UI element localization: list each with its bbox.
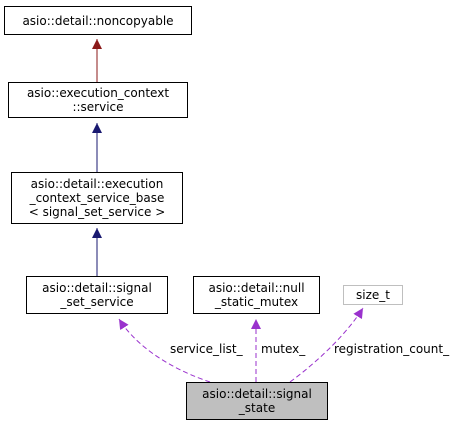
edge-service-list	[118, 318, 211, 383]
edge-registration-count	[289, 307, 364, 383]
node-null-static-mutex[interactable]: asio::detail::null _static_mutex	[193, 276, 320, 314]
node-execution-context-service[interactable]: asio::execution_context ::service	[8, 82, 188, 118]
node-execution-context-service-line-1: asio::execution_context	[26, 86, 170, 100]
node-noncopyable-line-1: asio::detail::noncopyable	[22, 13, 174, 28]
edge-label-registration-count: registration_count_	[334, 342, 450, 356]
node-signal-set-service-line-2: _set_service	[60, 295, 134, 309]
node-signal-set-service-line-1: asio::detail::signal	[42, 281, 152, 295]
node-execution-context-service-line-2: ::service	[72, 100, 124, 114]
node-size-t-line-1: size_t	[356, 288, 390, 302]
node-execution-context-service-base-line-1: asio::detail::execution	[30, 177, 164, 191]
node-size-t[interactable]: size_t	[343, 285, 403, 305]
node-signal-state-line-2: _state	[238, 401, 276, 415]
node-execution-context-service-base[interactable]: asio::detail::execution _context_service…	[11, 172, 183, 224]
node-null-static-mutex-line-2: _static_mutex	[214, 295, 299, 309]
edge-label-mutex: mutex_	[261, 342, 306, 356]
node-execution-context-service-base-line-3: < signal_set_service >	[28, 205, 166, 219]
node-noncopyable[interactable]: asio::detail::noncopyable	[4, 6, 192, 35]
node-signal-state-line-1: asio::detail::signal	[202, 387, 312, 401]
edge-label-service-list: service_list_	[170, 342, 243, 356]
node-signal-state[interactable]: asio::detail::signal _state	[186, 382, 328, 420]
node-signal-set-service[interactable]: asio::detail::signal _set_service	[26, 276, 168, 314]
node-null-static-mutex-line-1: asio::detail::null	[208, 281, 305, 295]
node-execution-context-service-base-line-2: _context_service_base	[29, 191, 165, 205]
